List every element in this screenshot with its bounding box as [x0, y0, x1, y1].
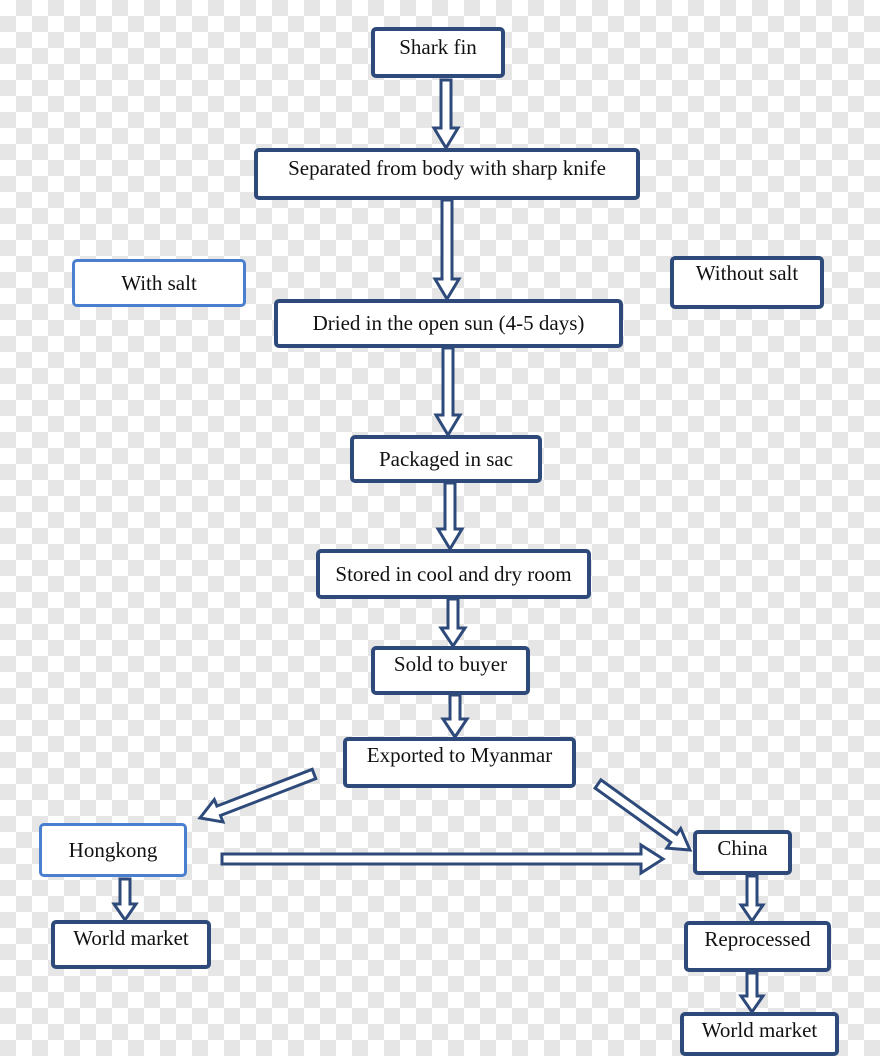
arrow-dried-to-packaged: [433, 346, 463, 438]
node-world-market-right: World market: [680, 1012, 839, 1056]
node-exported: Exported to Myanmar: [343, 737, 576, 788]
node-separated: Separated from body with sharp knife: [254, 148, 640, 200]
arrow-hongkong-to-china: [220, 842, 666, 876]
arrow-packaged-to-stored: [435, 481, 465, 552]
node-without-salt: Without salt: [670, 256, 824, 309]
node-packaged: Packaged in sac: [350, 435, 542, 483]
node-dried: Dried in the open sun (4-5 days): [274, 299, 623, 348]
node-stored: Stored in cool and dry room: [316, 549, 591, 599]
node-world-market-left: World market: [51, 920, 211, 969]
arrow-exported-to-china: [593, 777, 693, 852]
arrow-separated-to-dried: [432, 198, 462, 302]
node-china: China: [693, 830, 792, 875]
node-shark-fin: Shark fin: [371, 27, 505, 78]
arrow-exported-to-hongkong: [197, 767, 318, 824]
arrow-reprocessed-to-worldmarket: [738, 971, 766, 1015]
arrow-hongkong-to-worldmarket: [111, 877, 139, 923]
node-with-salt: With salt: [72, 259, 246, 307]
node-hongkong: Hongkong: [39, 823, 187, 877]
node-reprocessed: Reprocessed: [684, 921, 831, 972]
arrow-shark-to-separated: [431, 78, 461, 151]
node-sold: Sold to buyer: [371, 646, 530, 695]
arrow-stored-to-sold: [438, 597, 468, 649]
arrow-china-to-reprocessed: [738, 874, 766, 924]
arrow-sold-to-exported: [440, 693, 470, 740]
